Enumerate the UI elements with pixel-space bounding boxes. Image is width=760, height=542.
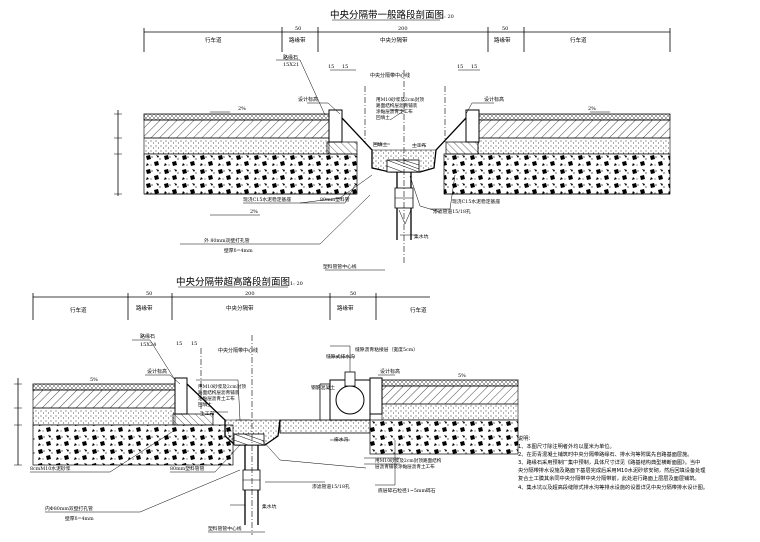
top-grade-sub: 2% bbox=[250, 209, 258, 215]
note-item-6: 4、集水坑以及超高段缝隙式排水沟等排水设施的设置详见中央分隔带排水设计图。 bbox=[518, 484, 709, 491]
top-seal-4: 回填土 bbox=[376, 114, 390, 121]
bottom-grade-r: 5% bbox=[458, 373, 466, 379]
note-item-2: 2、在沥青混凝土铺筑时中央分隔带路缘石、排水沟等附属先自路基面层施。 bbox=[518, 452, 693, 459]
top-seal-3: 涂黏层沥青土工布 bbox=[376, 108, 413, 115]
top-zone-5: 行车道 bbox=[570, 36, 587, 44]
bottom-center-line-label: 中央分隔带中心线 bbox=[218, 347, 258, 354]
bottom-pipe80: 80mm塑料管管 bbox=[170, 465, 205, 472]
bottom-dim-2: 200 bbox=[245, 291, 255, 297]
bottom-zone-2: 路缘带 bbox=[136, 304, 153, 312]
top-title: 中央分隔带一般路段剖面图 bbox=[330, 9, 444, 21]
top-center-line-label: 中央分隔带中心线 bbox=[370, 72, 410, 79]
top-curb-label: 路缘石 bbox=[283, 54, 298, 61]
bottom-pipe-center: 塑料管管中心线 bbox=[208, 525, 242, 532]
notes-heading: 说明： bbox=[518, 436, 534, 442]
top-grade-r: 2% bbox=[588, 106, 596, 112]
bottom-sump: 集水坑 bbox=[262, 503, 277, 510]
bottom-dim-3: 50 bbox=[350, 291, 356, 297]
top-zone-2: 路缘带 bbox=[289, 36, 306, 44]
note-item-3: 3、路缘石采用预制厂集中预制，具体尺寸详见《路基结构典型横断面图》。当中 bbox=[518, 460, 701, 467]
bottom-curb-size: 15X24 bbox=[140, 342, 156, 348]
bottom-zone-5: 行车道 bbox=[410, 306, 427, 314]
top-zone-4: 路缘带 bbox=[494, 36, 511, 44]
top-seal-2: 路面结构层沥青铺装 bbox=[376, 102, 418, 109]
top-geotex: 土工布 bbox=[412, 142, 427, 149]
bottom-perf2: 壁厚δ=4mm bbox=[65, 515, 94, 522]
bottom-grate: 钢筋混凝土 bbox=[311, 384, 335, 391]
bottom-dim-1: 50 bbox=[146, 291, 152, 297]
bottom-seal-r1: 用M10砂浆及2cm封顶路面结构 bbox=[375, 457, 442, 464]
bottom-d15-a: 15 bbox=[176, 341, 182, 347]
bottom-seal-4: 回填土 bbox=[198, 401, 212, 408]
top-elev-l: 设计标高 bbox=[298, 96, 318, 103]
top-zone-3: 中央分隔带 bbox=[380, 36, 408, 44]
bottom-curb-label: 路缘石 bbox=[140, 333, 155, 340]
bottom-zone-1: 行车道 bbox=[70, 306, 87, 314]
top-d15-a: 15 bbox=[328, 64, 334, 70]
bottom-geotex: 土工布 bbox=[200, 410, 215, 417]
bottom-zone-3: 中央分隔带 bbox=[226, 304, 254, 312]
bottom-elev-r: 设计标高 bbox=[380, 368, 400, 375]
top-d15-b: 15 bbox=[342, 64, 348, 70]
bottom-d15-b: 15 bbox=[191, 341, 197, 347]
top-perf2: 壁厚δ=4mm bbox=[224, 247, 253, 254]
bottom-seal-2: 路面结构层沥青铺装 bbox=[198, 389, 240, 396]
note-item-4: 央分隔带排水设施及路面下基层完成后采用M10水泥砂浆安砌，然后回填设备处理 bbox=[518, 468, 706, 475]
bottom-outlet: 渗滤管道15/18孔 bbox=[312, 483, 350, 490]
bottom-pipe8: 8cmM10水泥砂浆 bbox=[30, 465, 71, 472]
note-item-1: 1、本图尺寸除注明者外均以厘米为单位。 bbox=[518, 444, 615, 451]
top-d15-d: 15 bbox=[471, 64, 477, 70]
top-dim-1: 50 bbox=[295, 26, 301, 32]
top-outlet: 渗滤管道15/18孔 bbox=[433, 208, 471, 215]
bottom-drain-slot: 缝隙式排水沟 bbox=[326, 353, 355, 360]
bottom-elev-l: 设计标高 bbox=[147, 368, 167, 375]
top-elev-r: 设计标高 bbox=[484, 96, 504, 103]
bottom-scale: 1: 20 bbox=[290, 281, 303, 287]
top-grade-l: 2% bbox=[238, 106, 246, 112]
bottom-grate2: 排水沟 bbox=[334, 436, 349, 443]
top-backfill: 回填土 bbox=[373, 141, 388, 148]
bottom-section: 中央分隔带超高路段剖面图 1: 20 50 200 50 行车道 路缘带 中央分… bbox=[14, 276, 519, 535]
top-perf: 外 80mm双壁打孔管 bbox=[204, 237, 250, 244]
top-curb-base-r: 现浇C15水泥稳定基座 bbox=[452, 198, 500, 205]
top-d15-c: 15 bbox=[457, 64, 463, 70]
top-curb-base-l: 现浇C15水泥稳定基座 bbox=[243, 196, 291, 203]
top-sump: 集水坑 bbox=[414, 233, 429, 240]
notes-block: 说明： 1、本图尺寸除注明者外均以厘米为单位。 2、在沥青混凝土铺筑时中央分隔带… bbox=[518, 435, 756, 492]
bottom-grade-l: 5% bbox=[90, 377, 98, 383]
top-pipe-center: 塑料管管中心线 bbox=[323, 263, 357, 270]
bottom-seal-r2: 层沥青铺装涂黏层沥青土工布 bbox=[375, 463, 435, 470]
bottom-drain-note: 缝隙沥青粘接层（宽度5cm） bbox=[355, 346, 418, 353]
top-seal-1: 用M10砂浆及2cm封顶 bbox=[376, 96, 424, 103]
top-zone-1: 行车道 bbox=[205, 36, 222, 44]
top-scale: 1: 20 bbox=[441, 14, 454, 20]
bottom-seal-3: 涂黏层沥青土工布 bbox=[198, 395, 235, 402]
top-pipe80: 80mm塑料管 bbox=[320, 196, 350, 203]
top-dim-3: 50 bbox=[502, 26, 508, 32]
top-curb-size: 15X21 bbox=[283, 62, 299, 68]
bottom-seal-1: 用M10砂浆及2cm封顶 bbox=[198, 383, 246, 390]
top-section: 中央分隔带一般路段剖面图 1: 20 50 200 50 行车道 路缘带 中央分… bbox=[114, 9, 671, 271]
bottom-gravel: 底层碎石粒径1~5mm碎石 bbox=[378, 487, 436, 494]
note-item-5: 复合土工膜其余同中央分隔带中央分隔带前，此处进行路面上层层及面层铺筑。 bbox=[518, 476, 700, 483]
bottom-zone-4: 路缘带 bbox=[337, 304, 354, 312]
top-dim-2: 200 bbox=[398, 26, 408, 32]
bottom-perf: 内Φ80mm双壁打孔管 bbox=[45, 505, 93, 512]
bottom-title: 中央分隔带超高路段剖面图 bbox=[176, 276, 290, 288]
